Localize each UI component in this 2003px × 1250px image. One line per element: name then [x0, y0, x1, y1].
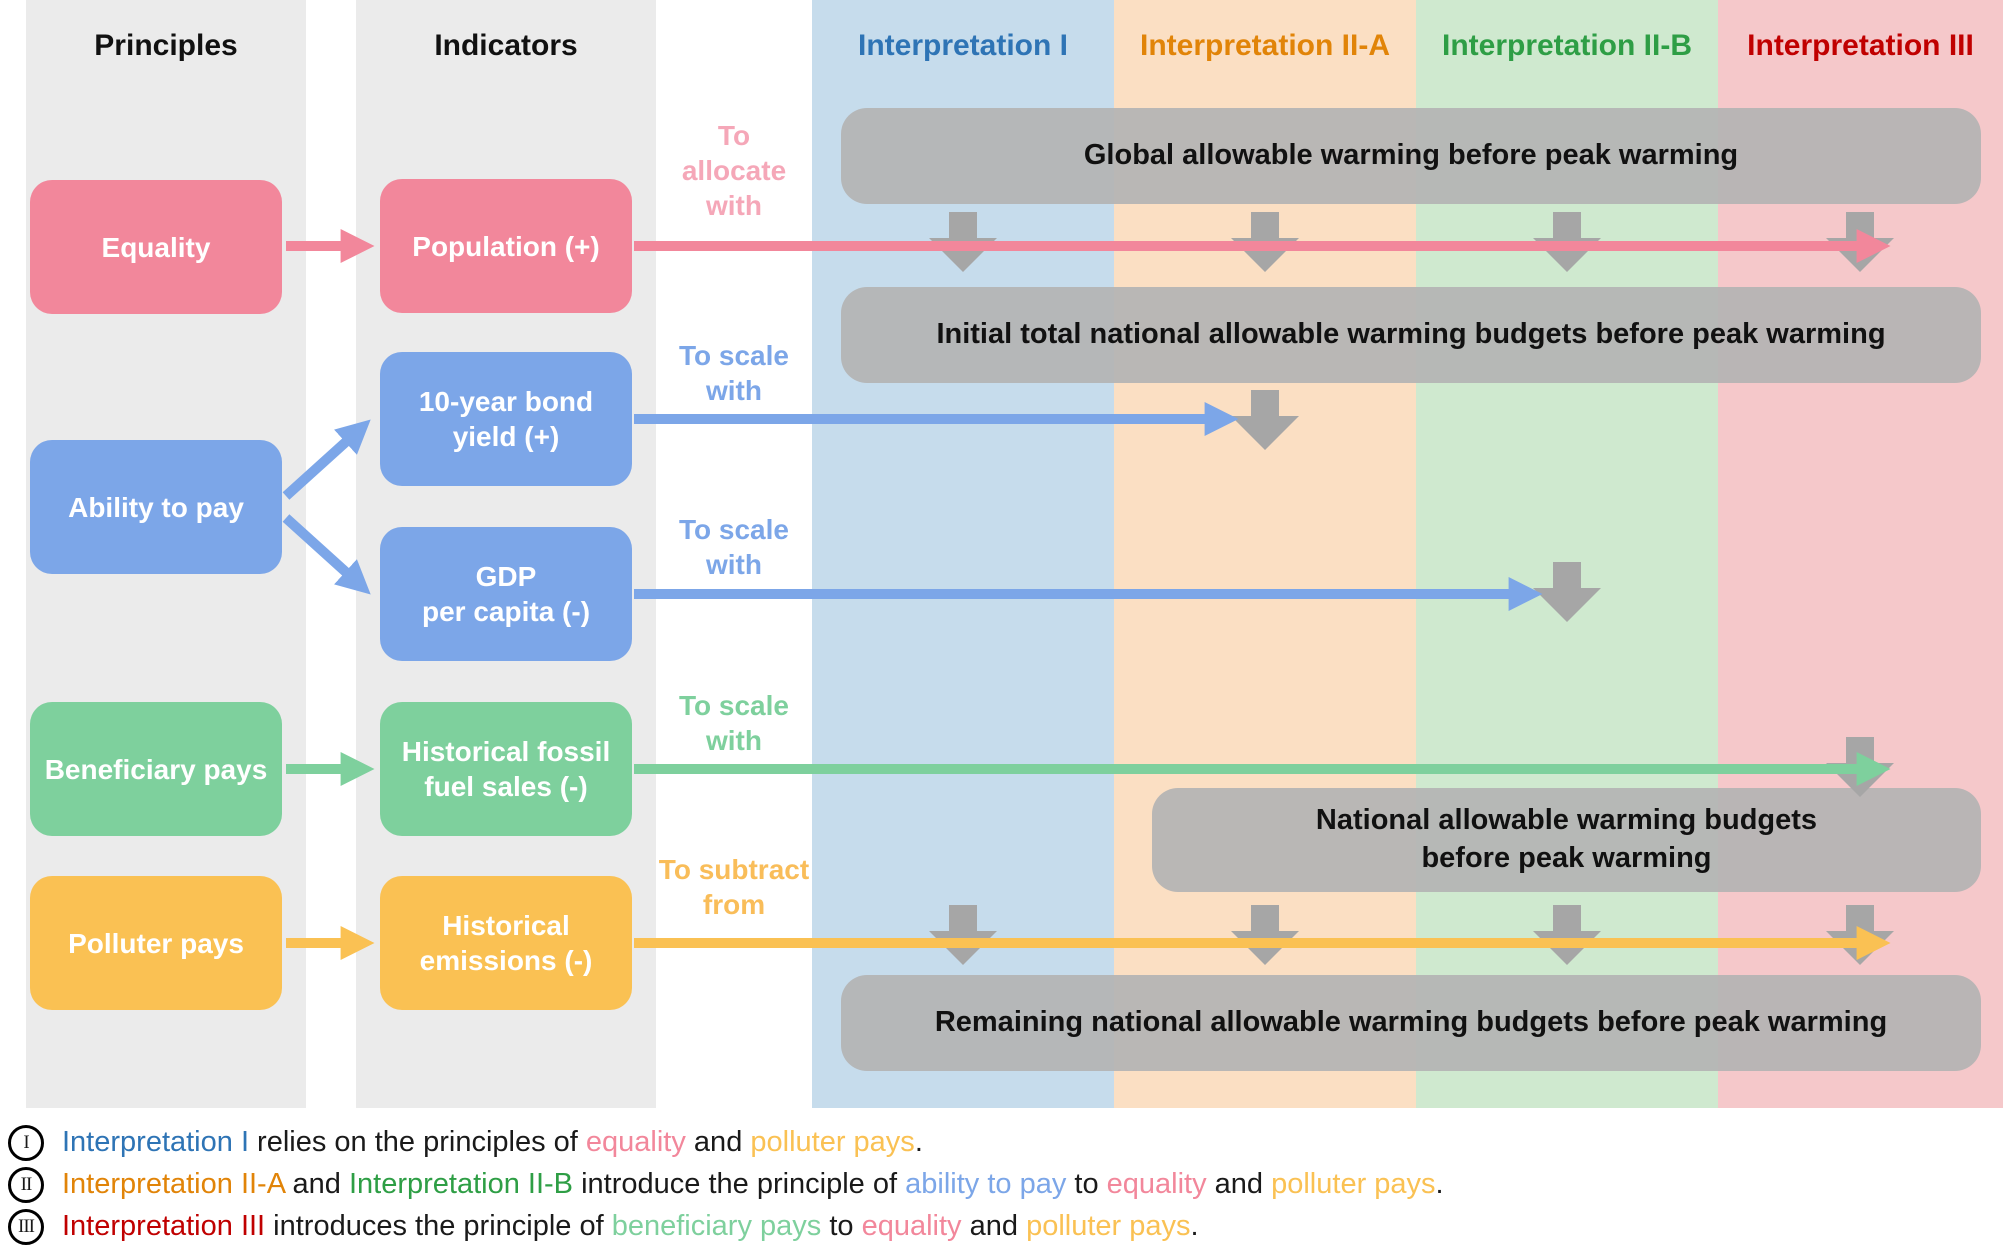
- legend-text-3: Interpretation III introduces the princi…: [62, 1210, 1199, 1242]
- indicators-header: Indicators: [434, 29, 578, 62]
- indicator-population-box: Population (+): [380, 179, 632, 313]
- legend-line-2: II Interpretation II-A and Interpretatio…: [8, 1164, 1998, 1205]
- interpretation-iia-header: Interpretation II-A: [1139, 29, 1390, 62]
- op-scale-with-2-label: To scale with: [679, 514, 789, 580]
- roman-numeral-iii-icon: III: [8, 1208, 44, 1245]
- stage-national-budgets-box: National allowable warming budgets befor…: [1152, 788, 1981, 892]
- indicator-bond-yield-box: 10-year bond yield (+): [380, 352, 632, 486]
- roman-numeral-i-icon: I: [8, 1124, 44, 1161]
- principles-header: Principles: [94, 29, 238, 62]
- stage-remaining-budgets-box: Remaining national allowable warming bud…: [841, 975, 1981, 1071]
- roman-numeral-ii-icon: II: [8, 1166, 44, 1203]
- interpretation-i-header: Interpretation I: [857, 29, 1068, 62]
- principle-beneficiary-pays-box: Beneficiary pays: [30, 702, 282, 836]
- interpretation-iii-header: Interpretation III: [1747, 29, 1974, 62]
- legend: I Interpretation I relies on the princip…: [8, 1122, 1998, 1248]
- interpretation-iib-header: Interpretation II-B: [1441, 29, 1692, 62]
- indicator-emissions-box: Historical emissions (-): [380, 876, 632, 1010]
- op-allocate-with-label: To allocate with: [681, 120, 787, 221]
- indicator-gdp-per-capita-box: GDP per capita (-): [380, 527, 632, 661]
- legend-line-3: III Interpretation III introduces the pr…: [8, 1206, 1998, 1247]
- principle-polluter-pays-box: Polluter pays: [30, 876, 282, 1010]
- op-subtract-from-label: To subtract from: [658, 854, 810, 920]
- legend-line-1: I Interpretation I relies on the princip…: [8, 1122, 1998, 1163]
- indicator-fossil-fuel-sales-box: Historical fossil fuel sales (-): [380, 702, 632, 836]
- stage-initial-budgets-box: Initial total national allowable warming…: [841, 287, 1981, 383]
- principle-ability-to-pay-box: Ability to pay: [30, 440, 282, 574]
- legend-text-1: Interpretation I relies on the principle…: [62, 1126, 923, 1158]
- legend-text-2: Interpretation II-A and Interpretation I…: [62, 1168, 1444, 1200]
- stage-global-warming-box: Global allowable warming before peak war…: [841, 108, 1981, 204]
- principle-equality-box: Equality: [30, 180, 282, 314]
- op-scale-with-1-label: To scale with: [679, 340, 789, 406]
- op-scale-with-3-label: To scale with: [679, 690, 789, 756]
